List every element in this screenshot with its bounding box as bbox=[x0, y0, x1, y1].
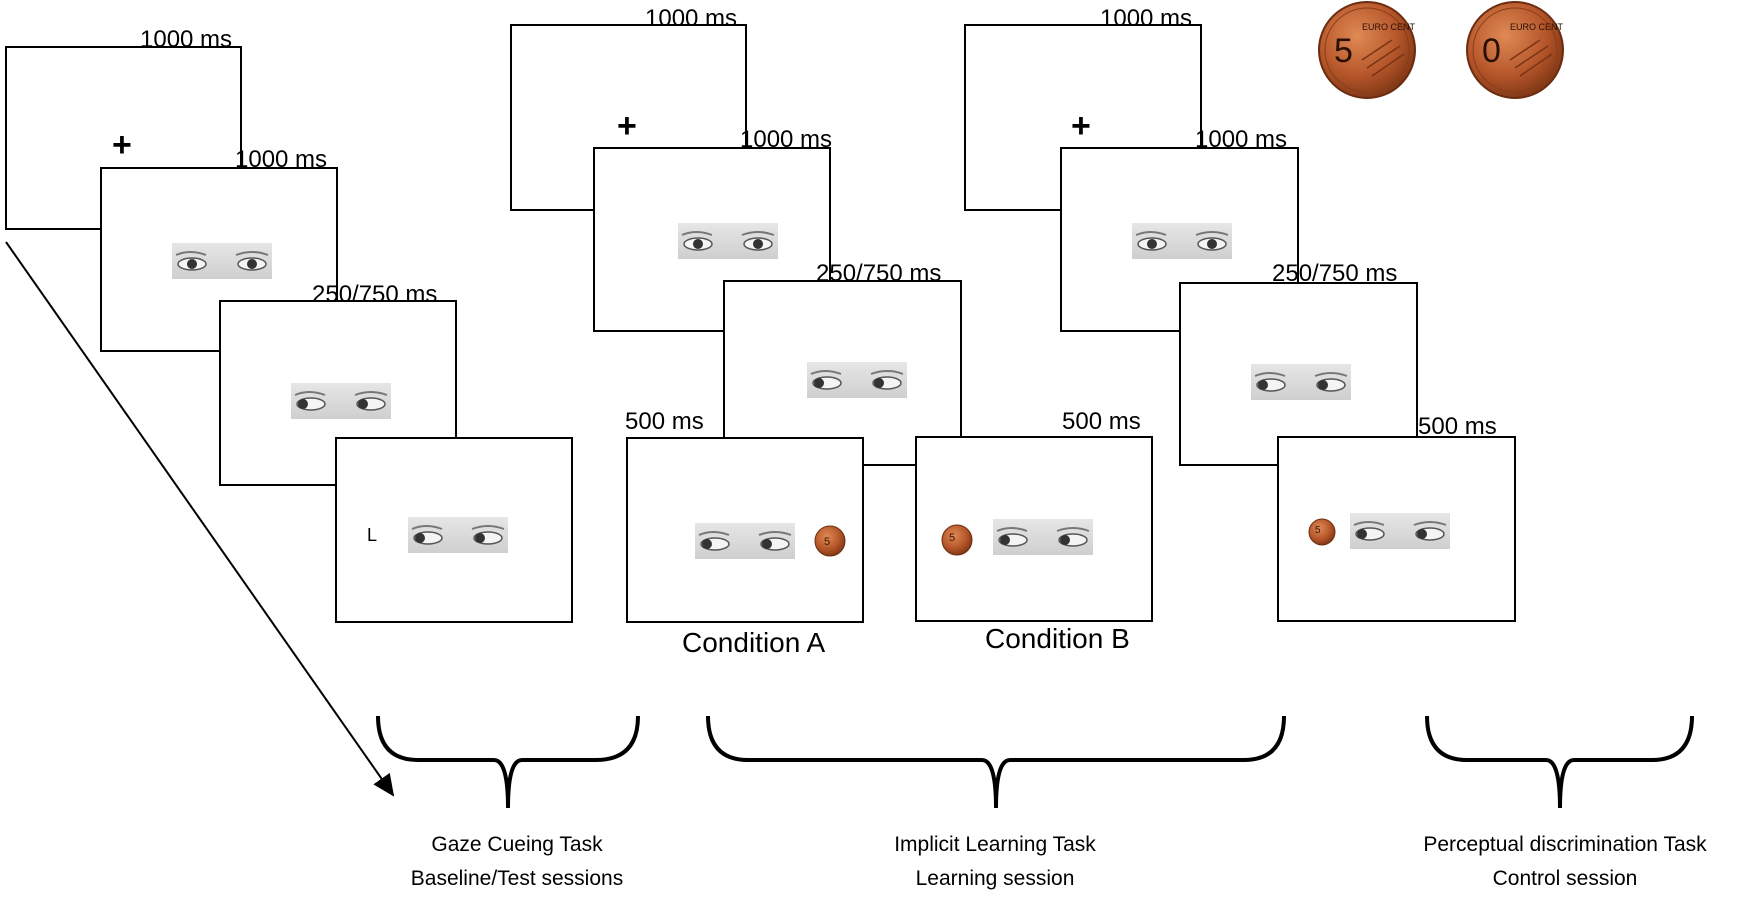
coin-value-label: 5 bbox=[1334, 32, 1353, 70]
time-arrow bbox=[5, 241, 395, 797]
implicit-cue-frame bbox=[723, 280, 962, 466]
euro-cent-coin-0: 0 EURO CENT bbox=[1466, 1, 1564, 99]
coin-icon: 5 bbox=[1308, 518, 1336, 546]
coin-value-label: 5 bbox=[1315, 525, 1321, 536]
fixation-cross: + bbox=[617, 107, 637, 145]
perceptual-task-session: Control session bbox=[1492, 867, 1638, 890]
coin-icon: 5 bbox=[814, 525, 846, 557]
coin-value-label: 0 bbox=[1482, 32, 1501, 70]
perceptual-task-caption: Perceptual discrimination Task Control s… bbox=[1400, 828, 1730, 896]
perceptual-target-frame: 5 bbox=[1277, 436, 1516, 622]
fixation-cross: + bbox=[112, 126, 132, 164]
coin-value-label: 5 bbox=[949, 532, 955, 544]
condition-b-label: Condition B bbox=[985, 623, 1130, 654]
perceptual-task-title: Perceptual discrimination Task bbox=[1423, 833, 1707, 856]
gaze-eyes-duration: 1000 ms bbox=[235, 146, 328, 173]
euro-cent-coin-5: 5 EURO CENT bbox=[1318, 1, 1416, 99]
perceptual-cue-duration: 250/750 ms bbox=[1272, 260, 1398, 287]
implicit-cue-duration: 250/750 ms bbox=[816, 260, 942, 287]
condition-b-duration: 500 ms bbox=[1062, 408, 1141, 435]
implicit-task-session: Learning session bbox=[915, 867, 1075, 890]
gaze-task-session: Baseline/Test sessions bbox=[410, 867, 624, 890]
coin-text: EURO CENT bbox=[1362, 22, 1416, 32]
condition-b-frame: 5 bbox=[915, 436, 1153, 622]
condition-a-duration: 500 ms bbox=[625, 408, 704, 435]
perceptual-eyes-duration: 1000 ms bbox=[1195, 126, 1288, 153]
implicit-task-title: Implicit Learning Task bbox=[894, 833, 1096, 856]
implicit-task-caption: Implicit Learning Task Learning session bbox=[870, 828, 1120, 896]
gaze-fixation-duration: 1000 ms bbox=[140, 26, 233, 53]
implicit-fixation-duration: 1000 ms bbox=[645, 5, 738, 32]
perceptual-fixation-duration: 1000 ms bbox=[1100, 5, 1193, 32]
coin-icon: 5 bbox=[941, 524, 973, 556]
perceptual-outcome-duration: 500 ms bbox=[1418, 413, 1497, 440]
implicit-task-brace bbox=[706, 715, 1286, 809]
condition-a-frame: 5 bbox=[626, 437, 864, 623]
gaze-task-caption: Gaze Cueing Task Baseline/Test sessions bbox=[392, 828, 642, 896]
implicit-eyes-duration: 1000 ms bbox=[740, 126, 833, 153]
gaze-task-brace bbox=[376, 715, 640, 809]
perceptual-task-brace bbox=[1425, 715, 1694, 809]
gaze-target-frame: L bbox=[335, 437, 573, 623]
coin-value-label: 5 bbox=[824, 536, 830, 548]
gaze-task-title: Gaze Cueing Task bbox=[431, 833, 603, 856]
gaze-cue-duration: 250/750 ms bbox=[312, 281, 438, 308]
condition-a-label: Condition A bbox=[682, 627, 826, 658]
perceptual-cue-frame bbox=[1179, 282, 1418, 466]
coin-text: EURO CENT bbox=[1510, 22, 1564, 32]
target-letter: L bbox=[367, 525, 378, 545]
fixation-cross: + bbox=[1071, 107, 1091, 145]
